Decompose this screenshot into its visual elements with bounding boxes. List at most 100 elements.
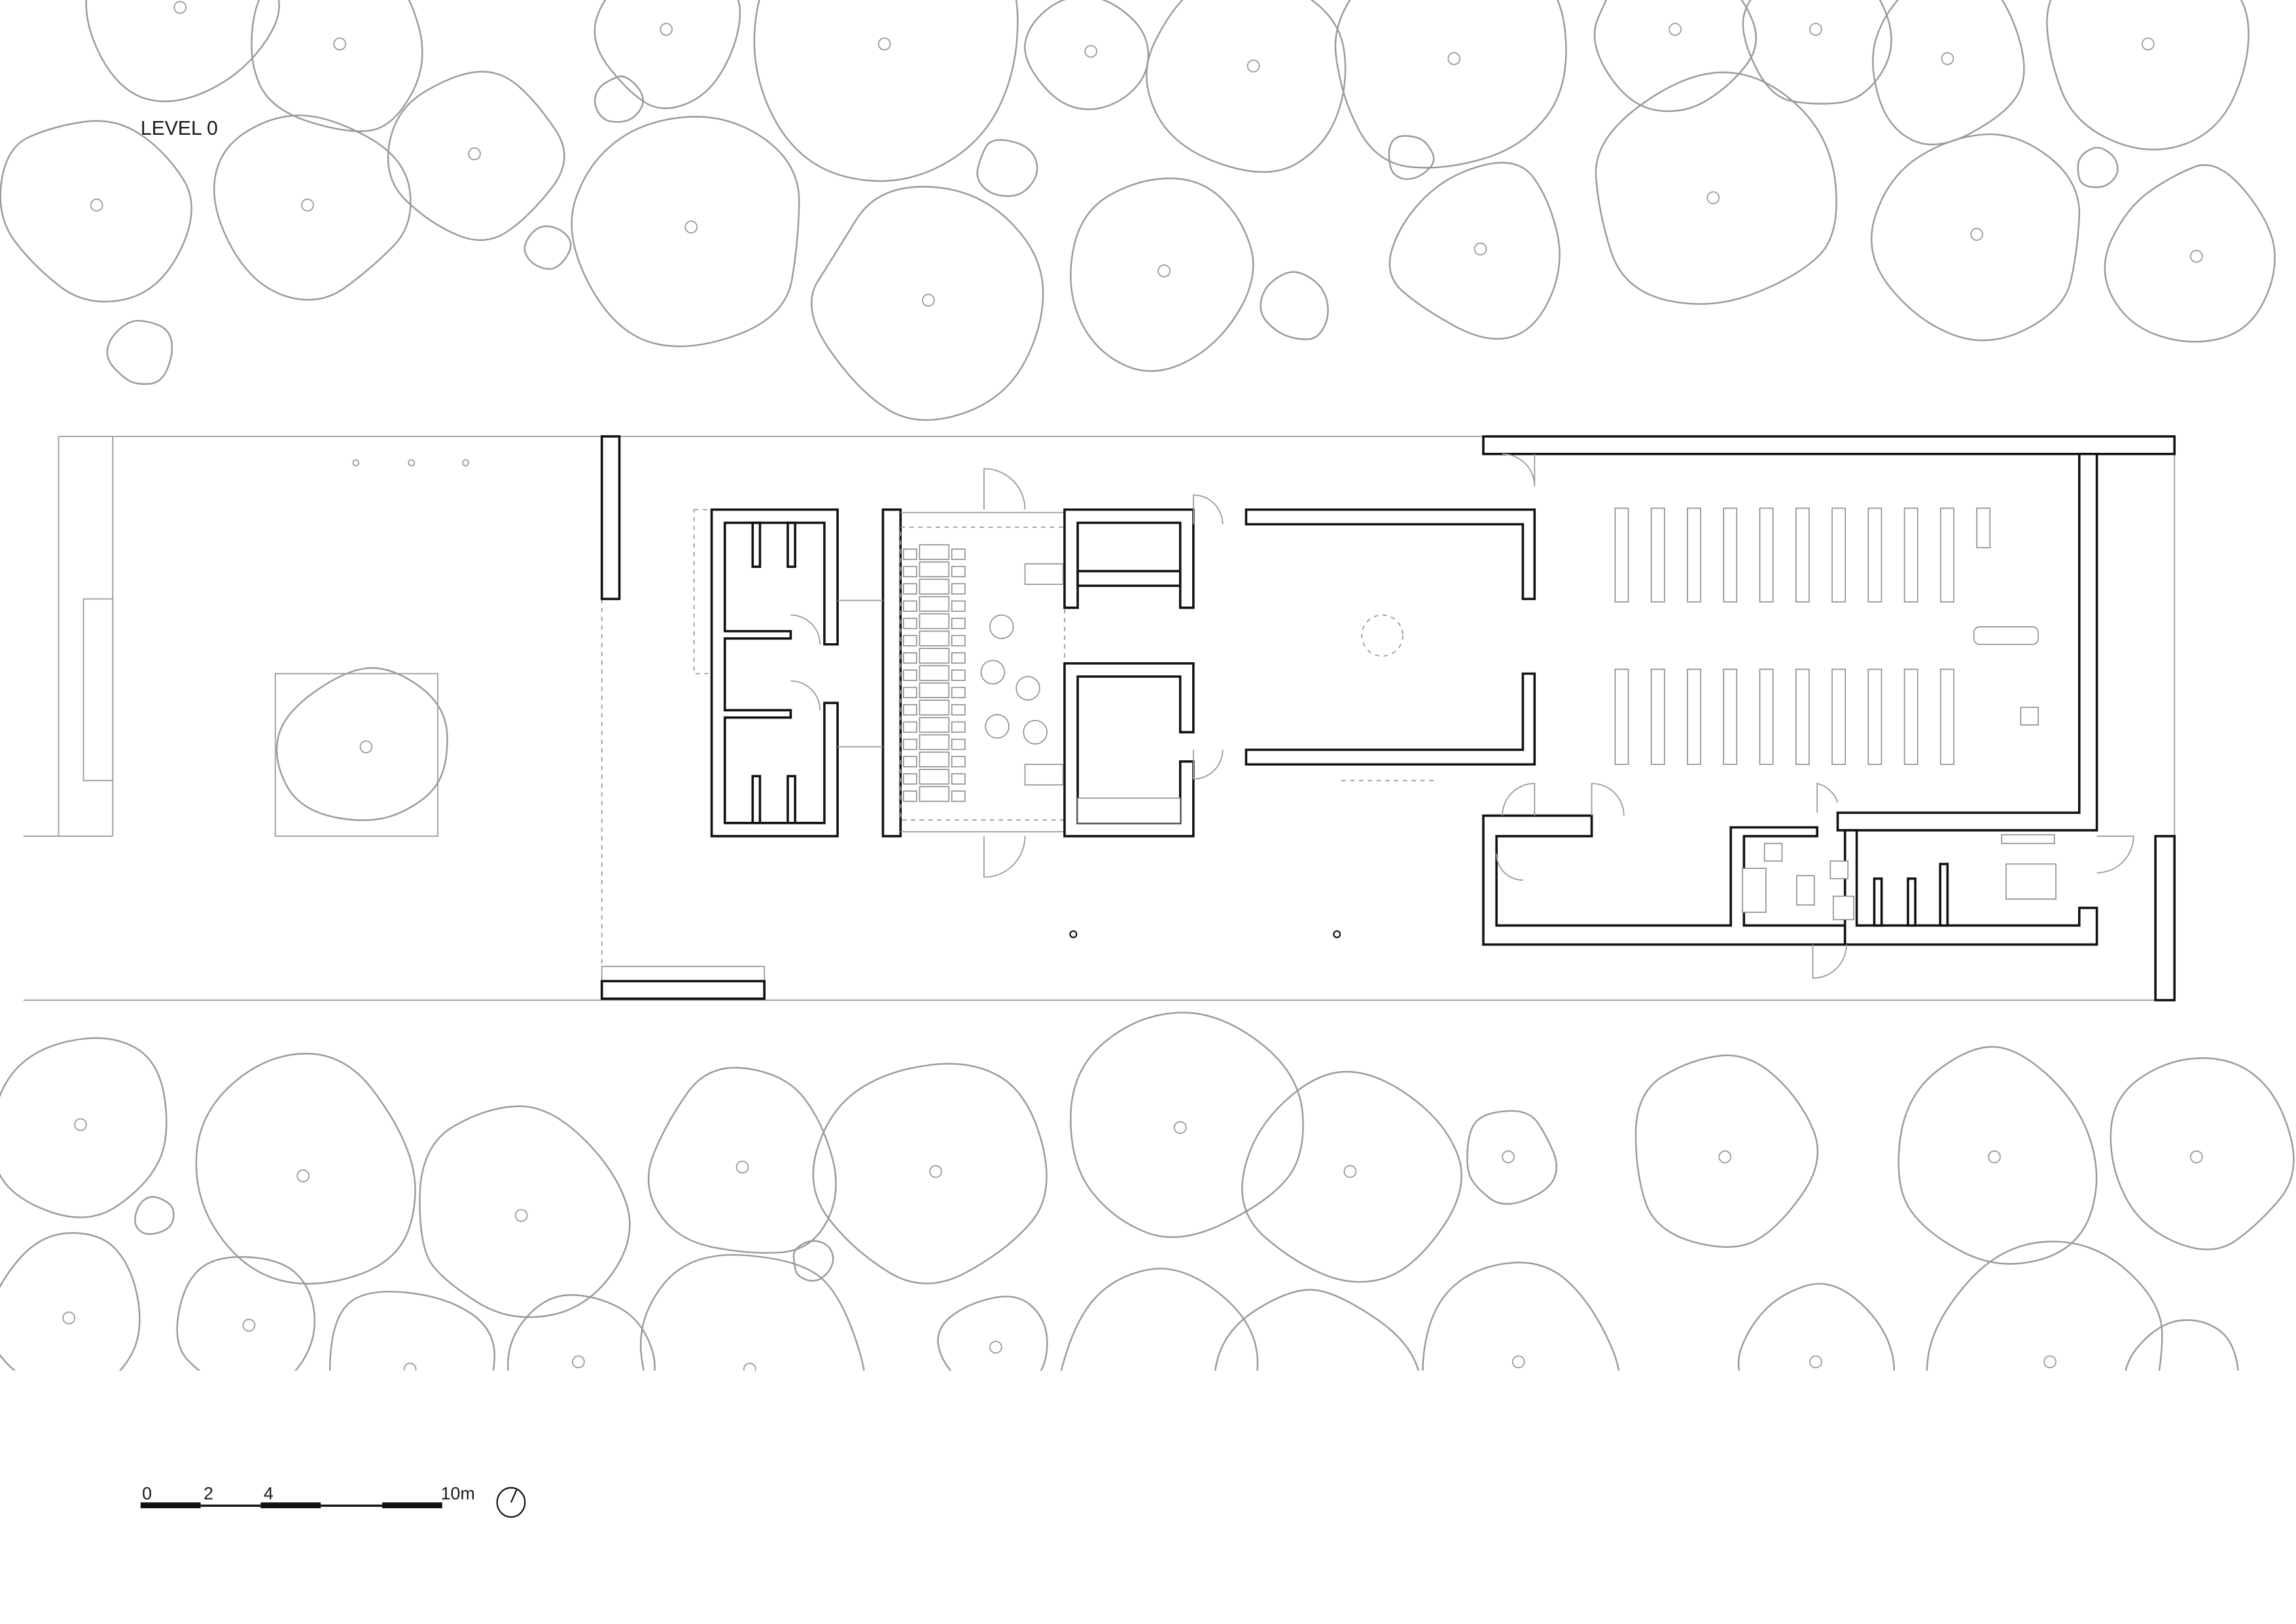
door-swing bbox=[1816, 783, 1839, 813]
tree-canopy bbox=[275, 667, 448, 821]
tree-canopy bbox=[593, 0, 741, 109]
dining-table bbox=[919, 734, 949, 750]
pew bbox=[1795, 669, 1810, 766]
tree-trunk bbox=[572, 1355, 585, 1369]
wall bbox=[600, 435, 621, 601]
tree-canopy bbox=[1388, 135, 1435, 181]
dining-table bbox=[919, 699, 949, 716]
door-swing bbox=[790, 680, 821, 711]
door-swing bbox=[1591, 783, 1625, 816]
door-swing bbox=[1502, 453, 1536, 487]
dining-table bbox=[919, 630, 949, 646]
armchair bbox=[1763, 843, 1783, 862]
tree-trunk bbox=[1941, 52, 1954, 65]
chair bbox=[951, 635, 966, 646]
step bbox=[601, 966, 766, 982]
dining-table bbox=[919, 716, 949, 733]
tree-trunk bbox=[929, 1165, 942, 1178]
chair bbox=[902, 773, 917, 785]
tree-trunk bbox=[1970, 228, 1983, 241]
tree-canopy bbox=[387, 71, 565, 241]
tree-canopy bbox=[523, 225, 572, 270]
chair bbox=[902, 583, 917, 595]
chair bbox=[951, 721, 966, 733]
tree-trunk bbox=[1447, 52, 1461, 65]
site bbox=[23, 436, 2176, 1001]
tree-canopy bbox=[1260, 271, 1329, 340]
scale-segment bbox=[260, 1502, 321, 1509]
counter bbox=[2001, 834, 2055, 844]
partition bbox=[751, 775, 762, 824]
tree-trunk bbox=[1706, 191, 1720, 205]
tree-trunk bbox=[660, 23, 673, 36]
chair bbox=[902, 548, 917, 560]
tree-canopy bbox=[1466, 1110, 1558, 1205]
tree-canopy bbox=[593, 75, 645, 123]
door-swing bbox=[1812, 944, 1847, 979]
light-fixture bbox=[462, 459, 470, 467]
chair bbox=[951, 738, 966, 750]
tree-trunk bbox=[1157, 264, 1171, 277]
roof-wall bbox=[1482, 435, 2176, 455]
tree-trunk bbox=[173, 1, 187, 14]
dining-table bbox=[919, 578, 949, 595]
chair bbox=[951, 704, 966, 716]
pew bbox=[1723, 507, 1738, 603]
tree-canopy bbox=[1070, 177, 1254, 372]
tree-canopy bbox=[1334, 0, 1567, 169]
dining-table bbox=[919, 613, 949, 629]
counter bbox=[1077, 797, 1181, 824]
tree-canopy bbox=[0, 1037, 168, 1218]
tree-trunk bbox=[2142, 37, 2155, 51]
tree-trunk bbox=[1312, 1385, 1324, 1397]
pew bbox=[1831, 507, 1846, 603]
chair bbox=[951, 790, 966, 802]
scale-segment bbox=[382, 1502, 442, 1509]
tree-trunk bbox=[90, 198, 103, 212]
tree-trunk bbox=[514, 1209, 528, 1222]
tree-trunk bbox=[877, 37, 891, 51]
tree-canopy bbox=[1388, 162, 1561, 340]
dining-table bbox=[919, 769, 949, 785]
table bbox=[1796, 875, 1815, 906]
scale-label: 0 bbox=[142, 1484, 152, 1504]
tree-canopy bbox=[571, 116, 800, 347]
chair bbox=[902, 738, 917, 750]
tree-trunk bbox=[684, 221, 698, 234]
tree-trunk bbox=[296, 1169, 310, 1182]
tree-canopy bbox=[2125, 1319, 2239, 1371]
door-swing bbox=[1192, 749, 1224, 780]
tree-canopy bbox=[2110, 1057, 2295, 1250]
chair bbox=[951, 686, 966, 699]
tree-canopy bbox=[1070, 1012, 1304, 1238]
tree-trunk bbox=[989, 1341, 1002, 1354]
tree-trunk bbox=[1988, 1150, 2001, 1163]
tree-canopy bbox=[1593, 0, 1757, 113]
table bbox=[1024, 563, 1064, 585]
tree-canopy bbox=[1737, 1282, 1896, 1371]
tree-canopy bbox=[1146, 0, 1347, 173]
walls bbox=[600, 435, 2176, 1002]
tree-trunk bbox=[62, 1311, 76, 1325]
tree-trunk bbox=[1809, 23, 1822, 36]
tree-canopy bbox=[134, 1195, 175, 1235]
tree-trunk bbox=[333, 37, 347, 51]
tree-canopy bbox=[2077, 147, 2119, 188]
tree-canopy bbox=[213, 115, 412, 301]
tree-canopy bbox=[812, 1063, 1048, 1284]
tree-canopy bbox=[1898, 1046, 2098, 1265]
chair bbox=[951, 652, 966, 664]
pew bbox=[1687, 507, 1701, 603]
pew bbox=[1867, 507, 1882, 603]
annex-wall bbox=[1482, 814, 1846, 946]
tree-canopy bbox=[1241, 1070, 1462, 1283]
lectern bbox=[2020, 707, 2039, 726]
tree-trunk bbox=[1718, 1150, 1732, 1163]
chair bbox=[902, 704, 917, 716]
round-table bbox=[989, 614, 1014, 639]
chair bbox=[902, 565, 917, 578]
tree-trunk bbox=[1343, 1165, 1357, 1178]
tree-canopy bbox=[1870, 133, 2081, 342]
tree-canopy bbox=[85, 0, 280, 103]
